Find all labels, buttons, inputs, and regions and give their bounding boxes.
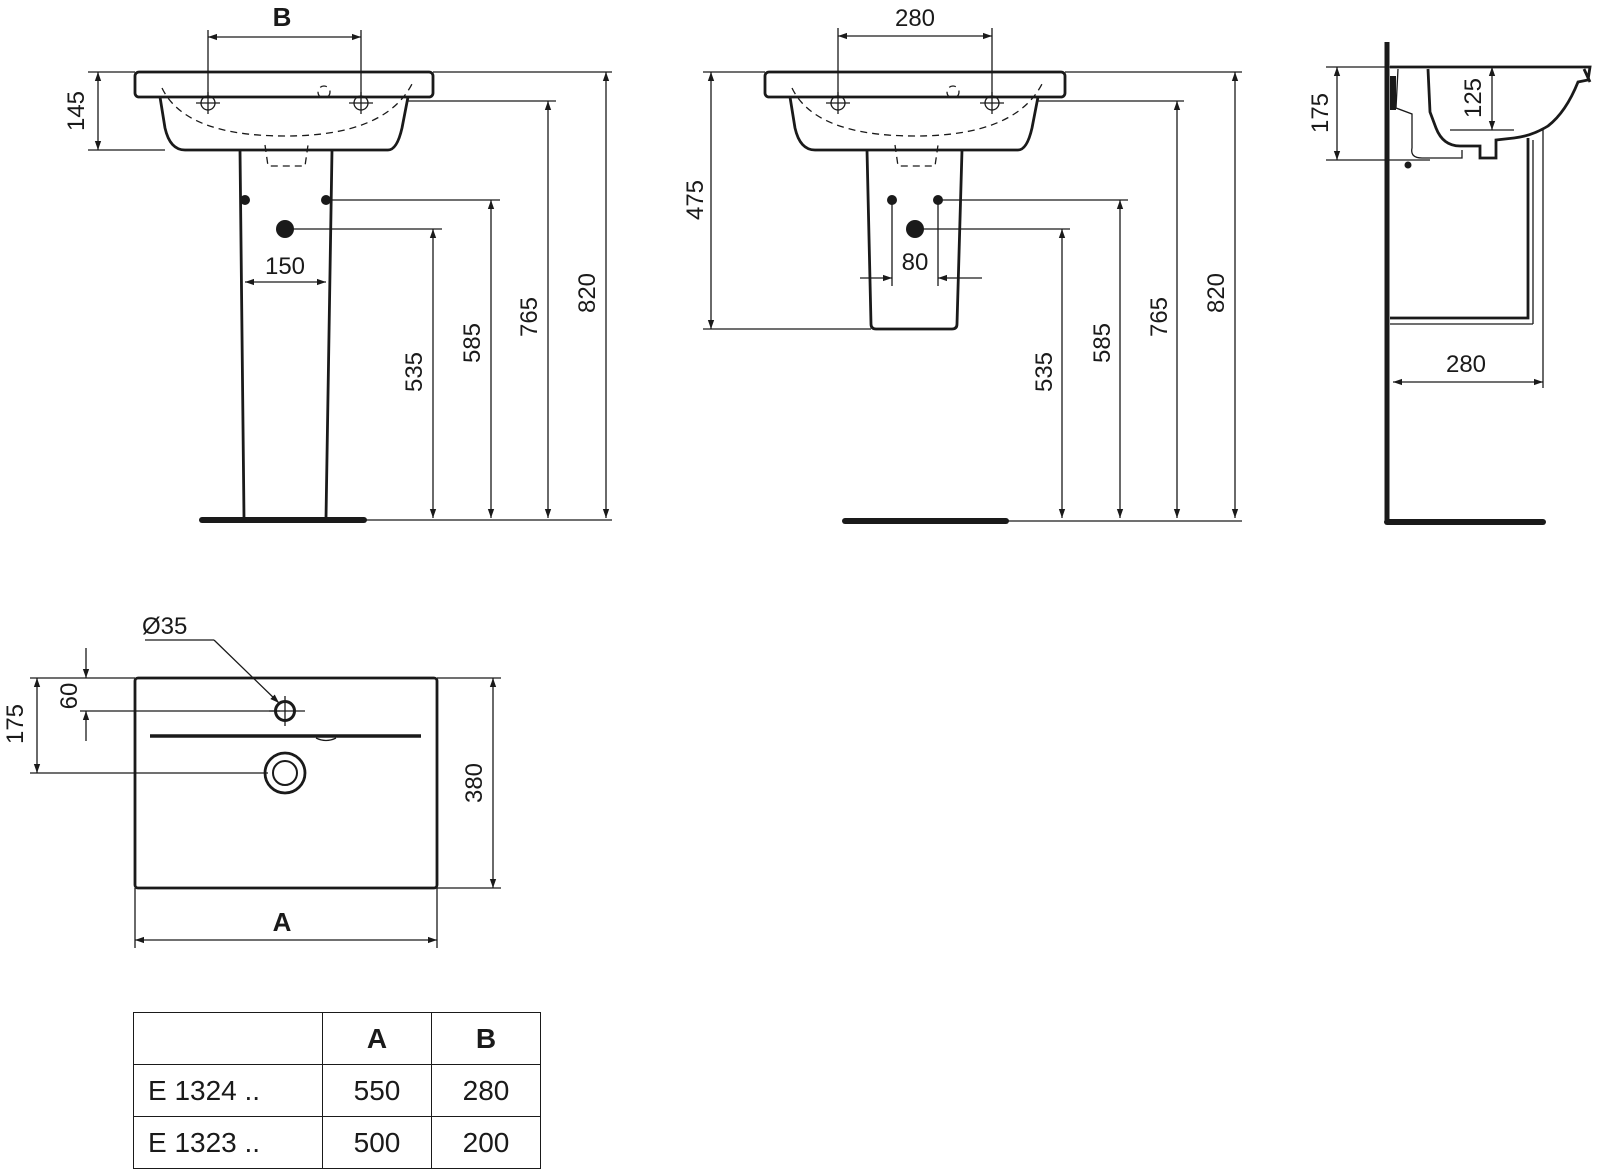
waste-ring-outer: [263, 751, 307, 795]
top-view: Ø35 60 175 380 A: [2, 613, 501, 948]
dim-765: 765: [516, 297, 543, 337]
dim-380: 380: [461, 763, 488, 803]
dim-145: 145: [63, 91, 90, 131]
table-row: E 1324 .. 550 280: [133, 1064, 541, 1117]
basin-inner-hidden: [161, 83, 413, 137]
dim-585: 585: [1089, 323, 1116, 363]
table-header-row: A B: [133, 1012, 541, 1065]
table-cell-model: E 1324 ..: [133, 1064, 323, 1117]
dim-475: 475: [682, 180, 709, 220]
dim-585: 585: [459, 323, 486, 363]
dim-280: 280: [895, 5, 935, 32]
basin-bowl: [788, 96, 1040, 152]
overflow-hole: [946, 85, 960, 99]
waste-ring-inner: [272, 760, 298, 786]
basin-inner-profile: [1395, 68, 1463, 159]
dimension-table: A B E 1324 .. 550 280 E 1323 .. 500 200: [133, 1012, 541, 1169]
dim-820: 820: [574, 273, 601, 313]
dim-535: 535: [1031, 352, 1058, 392]
dim-60: 60: [56, 683, 83, 710]
basin-rim: [1582, 68, 1592, 83]
side-view: 175 125 280: [1307, 42, 1592, 525]
dim-175: 175: [2, 704, 29, 744]
table-header-model: [133, 1012, 323, 1065]
overflow-slot: [315, 737, 337, 742]
dim-150: 150: [265, 253, 305, 280]
table-row: E 1323 .. 500 200: [133, 1116, 541, 1169]
dim-175: 175: [1307, 93, 1334, 133]
supply-hole-left: [240, 195, 250, 205]
dim-765: 765: [1146, 297, 1173, 337]
dim-820: 820: [1203, 273, 1230, 313]
dim-80: 80: [902, 249, 929, 276]
basin-inner-hidden: [791, 83, 1043, 137]
semi-pedestal: [865, 149, 964, 331]
table-cell-b: 280: [431, 1064, 541, 1117]
dim-535: 535: [401, 352, 428, 392]
waste-hidden: [264, 144, 309, 167]
basin-top: [133, 70, 435, 99]
pedestal: [238, 149, 334, 519]
wall-bracket: [1390, 76, 1396, 110]
table-cell-model: E 1323 ..: [133, 1116, 323, 1169]
basin-bowl: [158, 96, 410, 152]
dim-diameter: Ø35: [142, 613, 187, 640]
dim-125: 125: [1460, 78, 1487, 118]
dim-280: 280: [1446, 351, 1486, 378]
table-cell-a: 500: [322, 1116, 432, 1169]
table-cell-a: 550: [322, 1064, 432, 1117]
pedestal-side: [1390, 138, 1530, 320]
dim-a-label: A: [273, 907, 292, 937]
table-cell-b: 200: [431, 1116, 541, 1169]
overflow-hole: [317, 85, 331, 99]
table-header-a: A: [322, 1012, 432, 1065]
basin-outline: [133, 676, 439, 890]
semi-pedestal-view: 280 475 80 535 585 765 820: [682, 5, 1242, 524]
front-view: B 145 150 535 585 765 820: [63, 2, 612, 523]
basin-profile: [1390, 65, 1592, 160]
waste-hidden: [894, 144, 939, 167]
fixing-point: [1404, 161, 1412, 169]
dim-b-label: B: [273, 2, 292, 32]
table-header-b: B: [431, 1012, 541, 1065]
basin-top: [763, 70, 1067, 99]
